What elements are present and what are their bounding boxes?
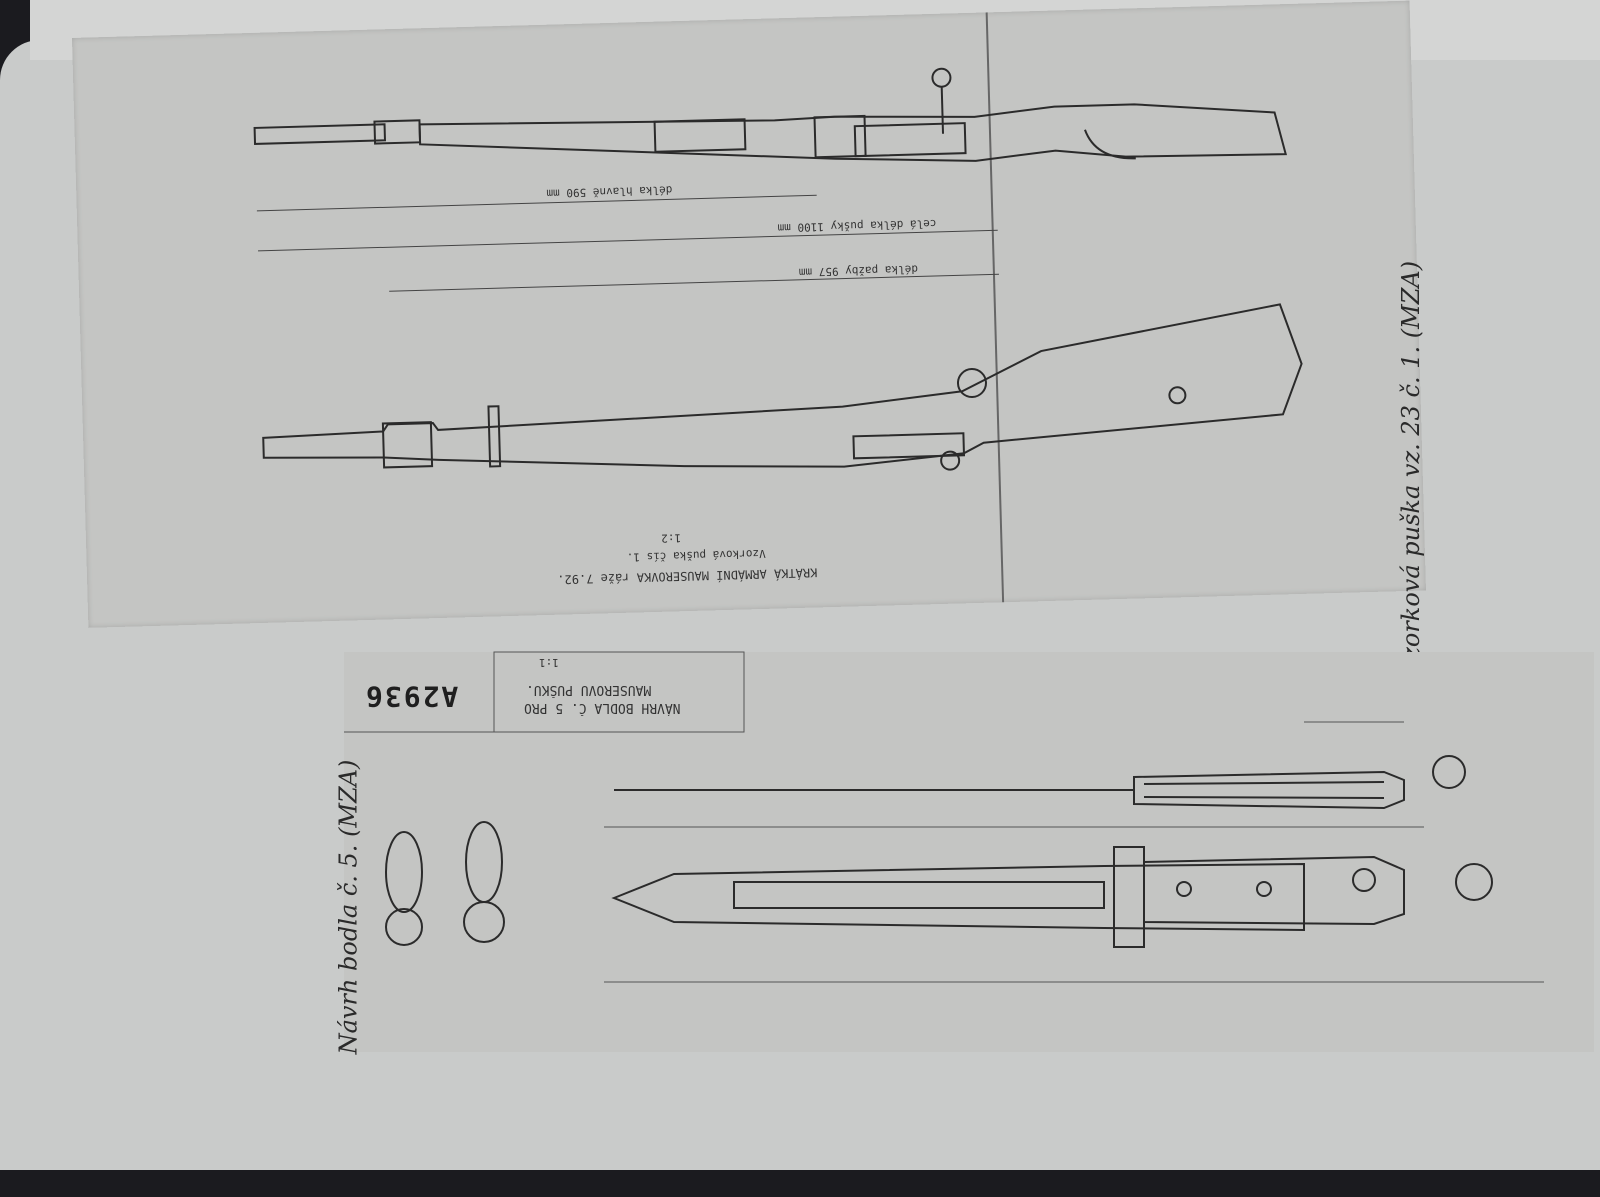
dimension-lines — [604, 721, 1544, 983]
drawing-number: A2936 — [364, 680, 459, 713]
rifle-drawing-scale: 1:2 — [661, 531, 682, 545]
bayonet-title-line2: MAUSEROVU PUŠKU. — [526, 682, 652, 697]
rifle-drawing — [253, 12, 1303, 603]
rifle-caption: Vzorková puška vz. 23 č. 1. (MZA) — [1397, 260, 1426, 678]
fold-line — [985, 12, 1005, 603]
rifle-drawing-plate: délka hlavně 590 mm celá délka pušky 110… — [72, 0, 1426, 628]
bayonet-drawing — [344, 651, 1544, 983]
cross-section-details — [385, 821, 505, 946]
bayonet-drawing-scale: 1:1 — [539, 656, 559, 669]
bayonet-caption: Návrh bodla č. 5. (MZA) — [334, 759, 363, 1055]
rifle-upper-view — [253, 67, 1288, 162]
bayonet-top-view — [614, 755, 1493, 901]
bayonet-title-line1: NÁVRH BODLA Č. 5 PRO — [524, 700, 681, 715]
bayonet-drawing-plate: A2936 NÁVRH BODLA Č. 5 PRO MAUSEROVU PUŠ… — [344, 651, 1594, 1052]
bayonet-side-view — [611, 846, 1405, 948]
rifle-side-view — [262, 303, 1303, 471]
